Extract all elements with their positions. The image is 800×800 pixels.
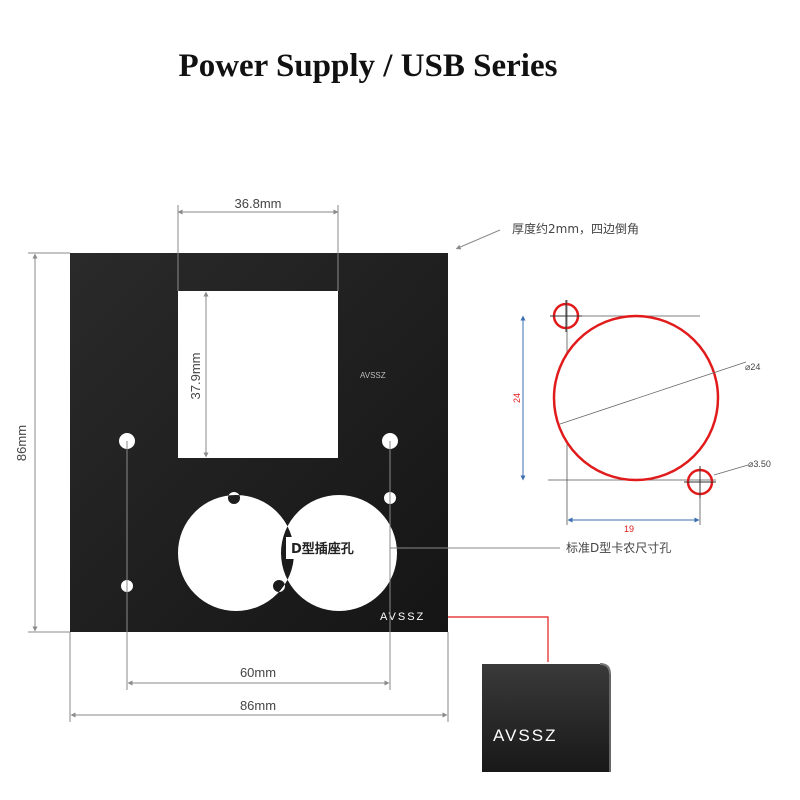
panel-width-label: 86mm [240, 698, 276, 713]
closeup-photo: AVSSZ [482, 663, 611, 772]
big-diameter-label: ⌀24 [745, 362, 760, 372]
small-diameter-leader [713, 464, 749, 476]
watermark-text: AVSSZ [360, 371, 386, 380]
page-title: Power Supply / USB Series [178, 48, 558, 84]
d-standard-note: 标准D型卡农尺寸孔 [566, 541, 671, 555]
small-diameter-label: ⌀3.50 [748, 459, 771, 469]
cutout-width-label: 36.8mm [235, 196, 282, 211]
closeup-callout-line [448, 616, 549, 662]
front-panel [70, 253, 448, 632]
panel-brand-logo: AVSSZ [380, 611, 425, 623]
panel-height-label: 86mm [14, 425, 29, 461]
closeup-brand-logo: AVSSZ [493, 726, 557, 745]
detail-width-label: 19 [624, 524, 634, 534]
d-hole-detail: ⌀24 ⌀3.50 24 19 [512, 300, 771, 534]
d-hole-outline [552, 314, 720, 482]
crosshair-icon [684, 466, 716, 498]
thickness-leader [455, 229, 501, 250]
d-hole-label-bg [286, 537, 388, 559]
crosshair-icon [550, 300, 582, 332]
d-hole-label: D型插座孔 [291, 541, 354, 557]
hole-spacing-label: 60mm [240, 665, 276, 680]
thickness-note: 厚度约2mm，四边倒角 [512, 221, 639, 236]
cutout-height-label: 37.9mm [188, 353, 203, 400]
diameter-leader [559, 361, 747, 425]
detail-height-label: 24 [512, 393, 522, 403]
